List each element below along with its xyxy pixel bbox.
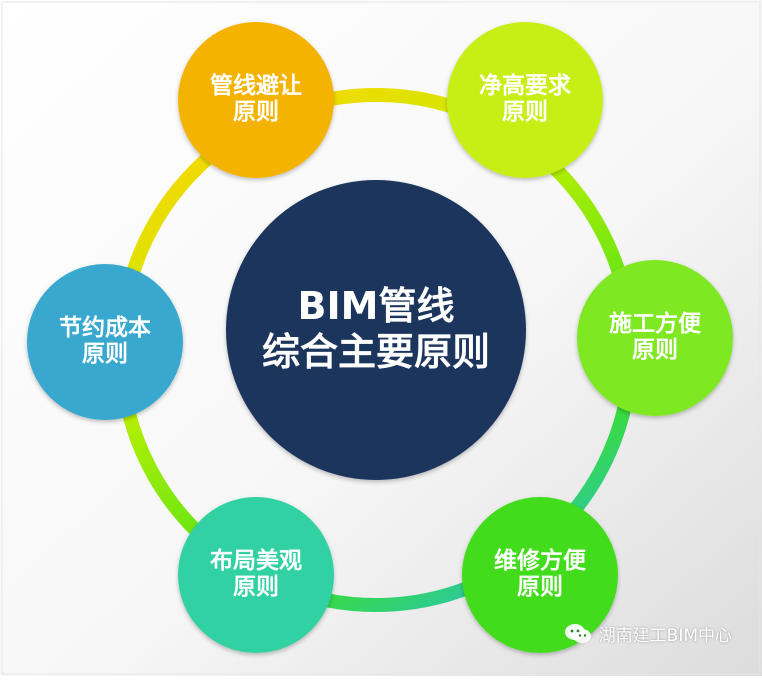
node-circle-5 [178, 497, 334, 653]
node-circle-3 [577, 260, 733, 416]
node-circle-2 [447, 22, 603, 178]
node-circle-4 [462, 497, 618, 653]
node-layer [27, 22, 733, 653]
node-circle-6 [27, 264, 183, 420]
center-circle [226, 180, 526, 480]
watermark-text: 湖南建工BIM中心 [598, 626, 732, 646]
node-circle-1 [178, 22, 334, 178]
watermark: 湖南建工BIM中心 [563, 621, 732, 646]
wechat-icon [564, 623, 591, 643]
